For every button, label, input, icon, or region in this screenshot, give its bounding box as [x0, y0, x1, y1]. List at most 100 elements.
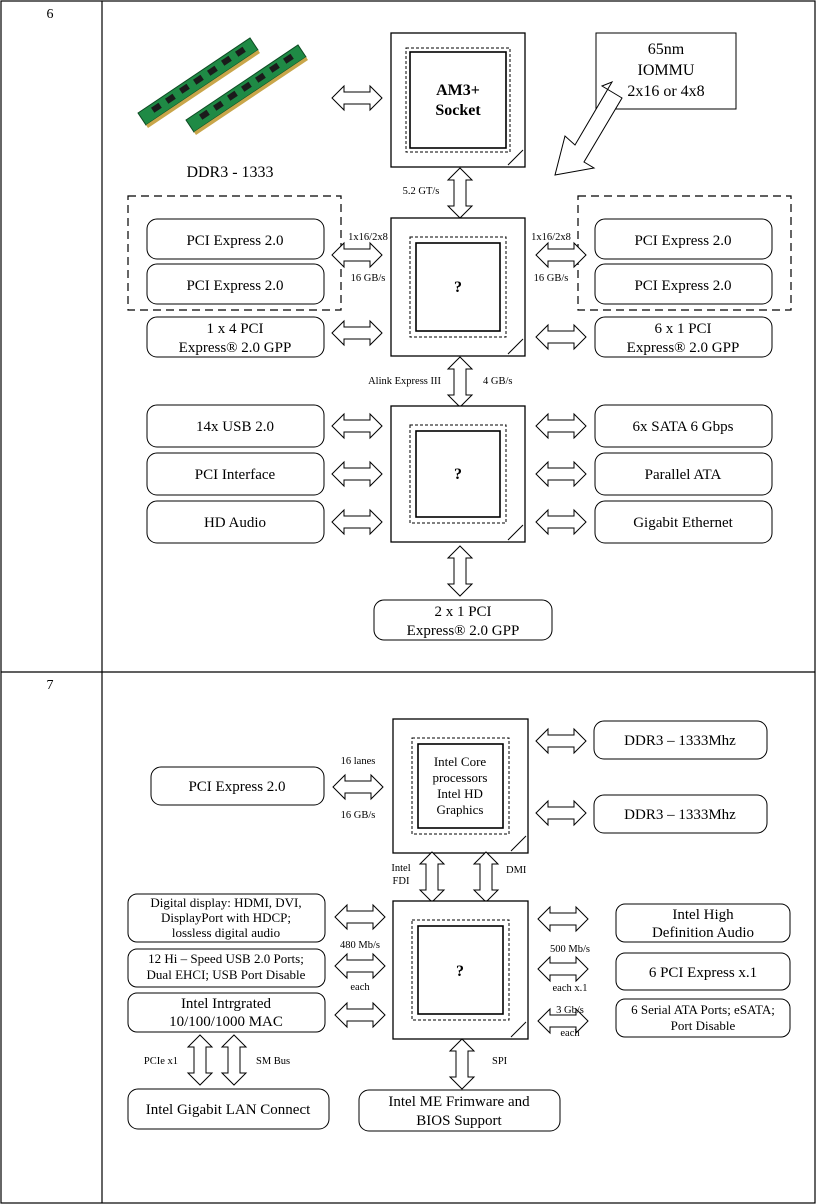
- sb-right-box-sata: [594, 404, 773, 448]
- intel-pcie-box: [150, 766, 325, 806]
- left-pcie-label-2: PCI Express 2.0: [186, 278, 283, 294]
- left-pcie-arrow: [331, 242, 383, 268]
- sata-rate-each: each: [560, 1028, 580, 1039]
- left-pcie-box-2: [146, 263, 325, 305]
- right-pcie-box-1: [594, 218, 773, 260]
- fdi-label-2: FDI: [393, 876, 410, 887]
- sb-left-audio-label: HD Audio: [204, 515, 266, 531]
- hd-audio-arrow: [537, 906, 589, 932]
- display-arrow: [334, 904, 386, 930]
- pch-chip: ?: [392, 900, 529, 1040]
- sb-left-usb-label: 14x USB 2.0: [196, 419, 274, 435]
- sb-left-arrow-3: [331, 509, 383, 535]
- spi-arrow: [449, 1038, 475, 1090]
- pcie-x1-lan-arrow: [187, 1034, 213, 1086]
- left-pcie-box-1: [146, 218, 325, 260]
- alink-bandwidth: 4 GB/s: [483, 376, 512, 387]
- sb-right-arrow-3: [535, 509, 587, 535]
- cpu-line4: Graphics: [437, 802, 484, 817]
- usb-line1: 12 Hi – Speed USB 2.0 Ports;: [148, 951, 304, 966]
- ddr-arrow-2: [535, 800, 587, 826]
- right-gpp-box: [594, 316, 773, 358]
- right-pcie-label-1: PCI Express 2.0: [634, 233, 731, 249]
- mac-box: [127, 992, 326, 1033]
- sb-bottom-arrow: [447, 545, 473, 597]
- bottom-gpp-line2: Express® 2.0 GPP: [407, 623, 520, 639]
- row-number-7: 7: [47, 678, 54, 693]
- cpu-line2: processors: [433, 770, 488, 785]
- dmi-label: DMI: [506, 865, 527, 876]
- left-pcie-group: [127, 195, 342, 311]
- smbus-arrow: [221, 1034, 247, 1086]
- memory-arrow: [331, 85, 383, 111]
- display-line2: DisplayPort with HDCP;: [161, 910, 291, 925]
- callout-line3: 2x16 or 4x8: [627, 83, 704, 100]
- sb-left-pci-label: PCI Interface: [195, 467, 276, 483]
- callout-pointer-arrow: [554, 80, 623, 176]
- northbridge-label: ?: [454, 279, 462, 296]
- hd-audio-line2: Definition Audio: [652, 925, 754, 941]
- sb-right-box-ethernet: [594, 500, 773, 544]
- usb-line2: Dual EHCI; USB Port Disable: [147, 967, 306, 982]
- sb-right-pata-label: Parallel ATA: [645, 467, 722, 483]
- left-pcie-label-1: PCI Express 2.0: [186, 233, 283, 249]
- bottom-gpp-box: [373, 599, 553, 641]
- cpu-line3: Intel HD: [437, 786, 483, 801]
- right-pcie-box-2: [594, 263, 773, 305]
- pcie-x1-label: 6 PCI Express x.1: [649, 965, 757, 981]
- pcie-x1-arrow: [537, 956, 589, 982]
- right-gpp-line1: 6 x 1 PCI: [654, 321, 711, 337]
- cpu-line1: Intel Core: [434, 754, 487, 769]
- right-pcie-group: [577, 195, 792, 311]
- socket-link-speed: 5.2 GT/s: [403, 186, 440, 197]
- row-number-6: 6: [47, 7, 54, 22]
- sata-box: [615, 998, 791, 1038]
- smbus-label: SM Bus: [256, 1056, 290, 1067]
- hd-audio-line1: Intel High: [672, 907, 734, 923]
- usb-arrow: [334, 953, 386, 979]
- ddr-label-2: DDR3 – 1333Mhz: [624, 807, 736, 823]
- pch-label: ?: [456, 963, 464, 980]
- fdi-arrow: [419, 851, 445, 903]
- left-gpp-box: [146, 316, 325, 358]
- sb-right-box-pata: [594, 452, 773, 496]
- sb-right-arrow-2: [535, 461, 587, 487]
- right-pcie-label-2: PCI Express 2.0: [634, 278, 731, 294]
- alink-label: Alink Express III: [368, 376, 441, 387]
- display-box: [127, 893, 326, 943]
- right-gpp-arrow: [535, 324, 587, 350]
- ddr-box-1: [593, 720, 768, 760]
- me-line1: Intel ME Frimware and: [388, 1094, 530, 1110]
- ddr-label-1: DDR3 – 1333Mhz: [624, 733, 736, 749]
- usb-rate-each: each: [350, 982, 370, 993]
- amd-platform-diagram: DDR3 - 1333 AM3+ Socket 65nm IOMMU 2x16 …: [127, 32, 792, 641]
- mac-line2: 10/100/1000 MAC: [169, 1014, 283, 1030]
- lan-box: [127, 1088, 330, 1130]
- sb-left-box-pci: [146, 452, 325, 496]
- sata-line2: Port Disable: [671, 1018, 736, 1033]
- intel-platform-diagram: Intel Core processors Intel HD Graphics …: [127, 718, 791, 1132]
- intel-pcie-label: PCI Express 2.0: [188, 779, 285, 795]
- socket-northbridge-arrow: [447, 167, 473, 219]
- sb-right-arrow-1: [535, 413, 587, 439]
- pcie-x1-rate-each: each x.1: [553, 983, 588, 994]
- mac-arrow: [334, 1002, 386, 1028]
- alink-arrow: [447, 356, 473, 408]
- left-gpp-line1: 1 x 4 PCI: [206, 321, 263, 337]
- right-pcie-bandwidth: 16 GB/s: [534, 273, 569, 284]
- pcie-x1-box: [615, 952, 791, 991]
- sb-left-box-usb: [146, 404, 325, 448]
- am3-socket-chip: AM3+ Socket: [390, 32, 526, 168]
- intel-cpu-chip: Intel Core processors Intel HD Graphics: [392, 718, 529, 854]
- callout-line1: 65nm: [648, 41, 685, 58]
- left-pcie-bandwidth: 16 GB/s: [351, 273, 386, 284]
- sb-left-box-audio: [146, 500, 325, 544]
- sata-line1: 6 Serial ATA Ports; eSATA;: [631, 1002, 775, 1017]
- intel-pcie-lanes: 16 lanes: [341, 756, 376, 767]
- left-gpp-line2: Express® 2.0 GPP: [179, 340, 292, 356]
- me-line2: BIOS Support: [416, 1113, 502, 1129]
- right-pcie-width: 1x16/2x8: [531, 232, 571, 243]
- left-gpp-arrow: [331, 320, 383, 346]
- dmi-arrow: [473, 851, 499, 903]
